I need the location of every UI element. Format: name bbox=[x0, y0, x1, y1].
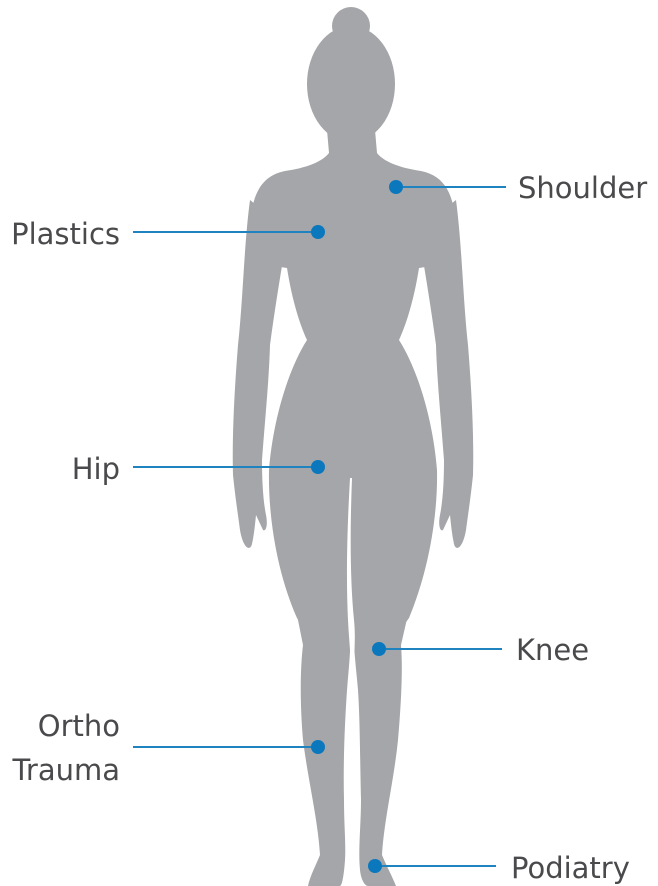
body-silhouette bbox=[233, 7, 474, 886]
hip-label: Hip bbox=[72, 452, 120, 486]
trauma-label: Trauma bbox=[11, 753, 120, 787]
knee-marker bbox=[372, 642, 386, 656]
knee-label: Knee bbox=[516, 633, 589, 667]
ortho-trauma-marker bbox=[311, 740, 325, 754]
plastics-label: Plastics bbox=[11, 217, 120, 251]
plastics-marker bbox=[311, 225, 325, 239]
head bbox=[307, 26, 395, 142]
torso bbox=[248, 130, 458, 650]
ortho-label: Ortho bbox=[38, 709, 120, 743]
shoulder-marker bbox=[389, 180, 403, 194]
hip-marker bbox=[311, 460, 325, 474]
shoulder-label: Shoulder bbox=[518, 171, 647, 205]
podiatry-marker bbox=[368, 859, 382, 873]
podiatry-label: Podiatry bbox=[511, 851, 630, 885]
